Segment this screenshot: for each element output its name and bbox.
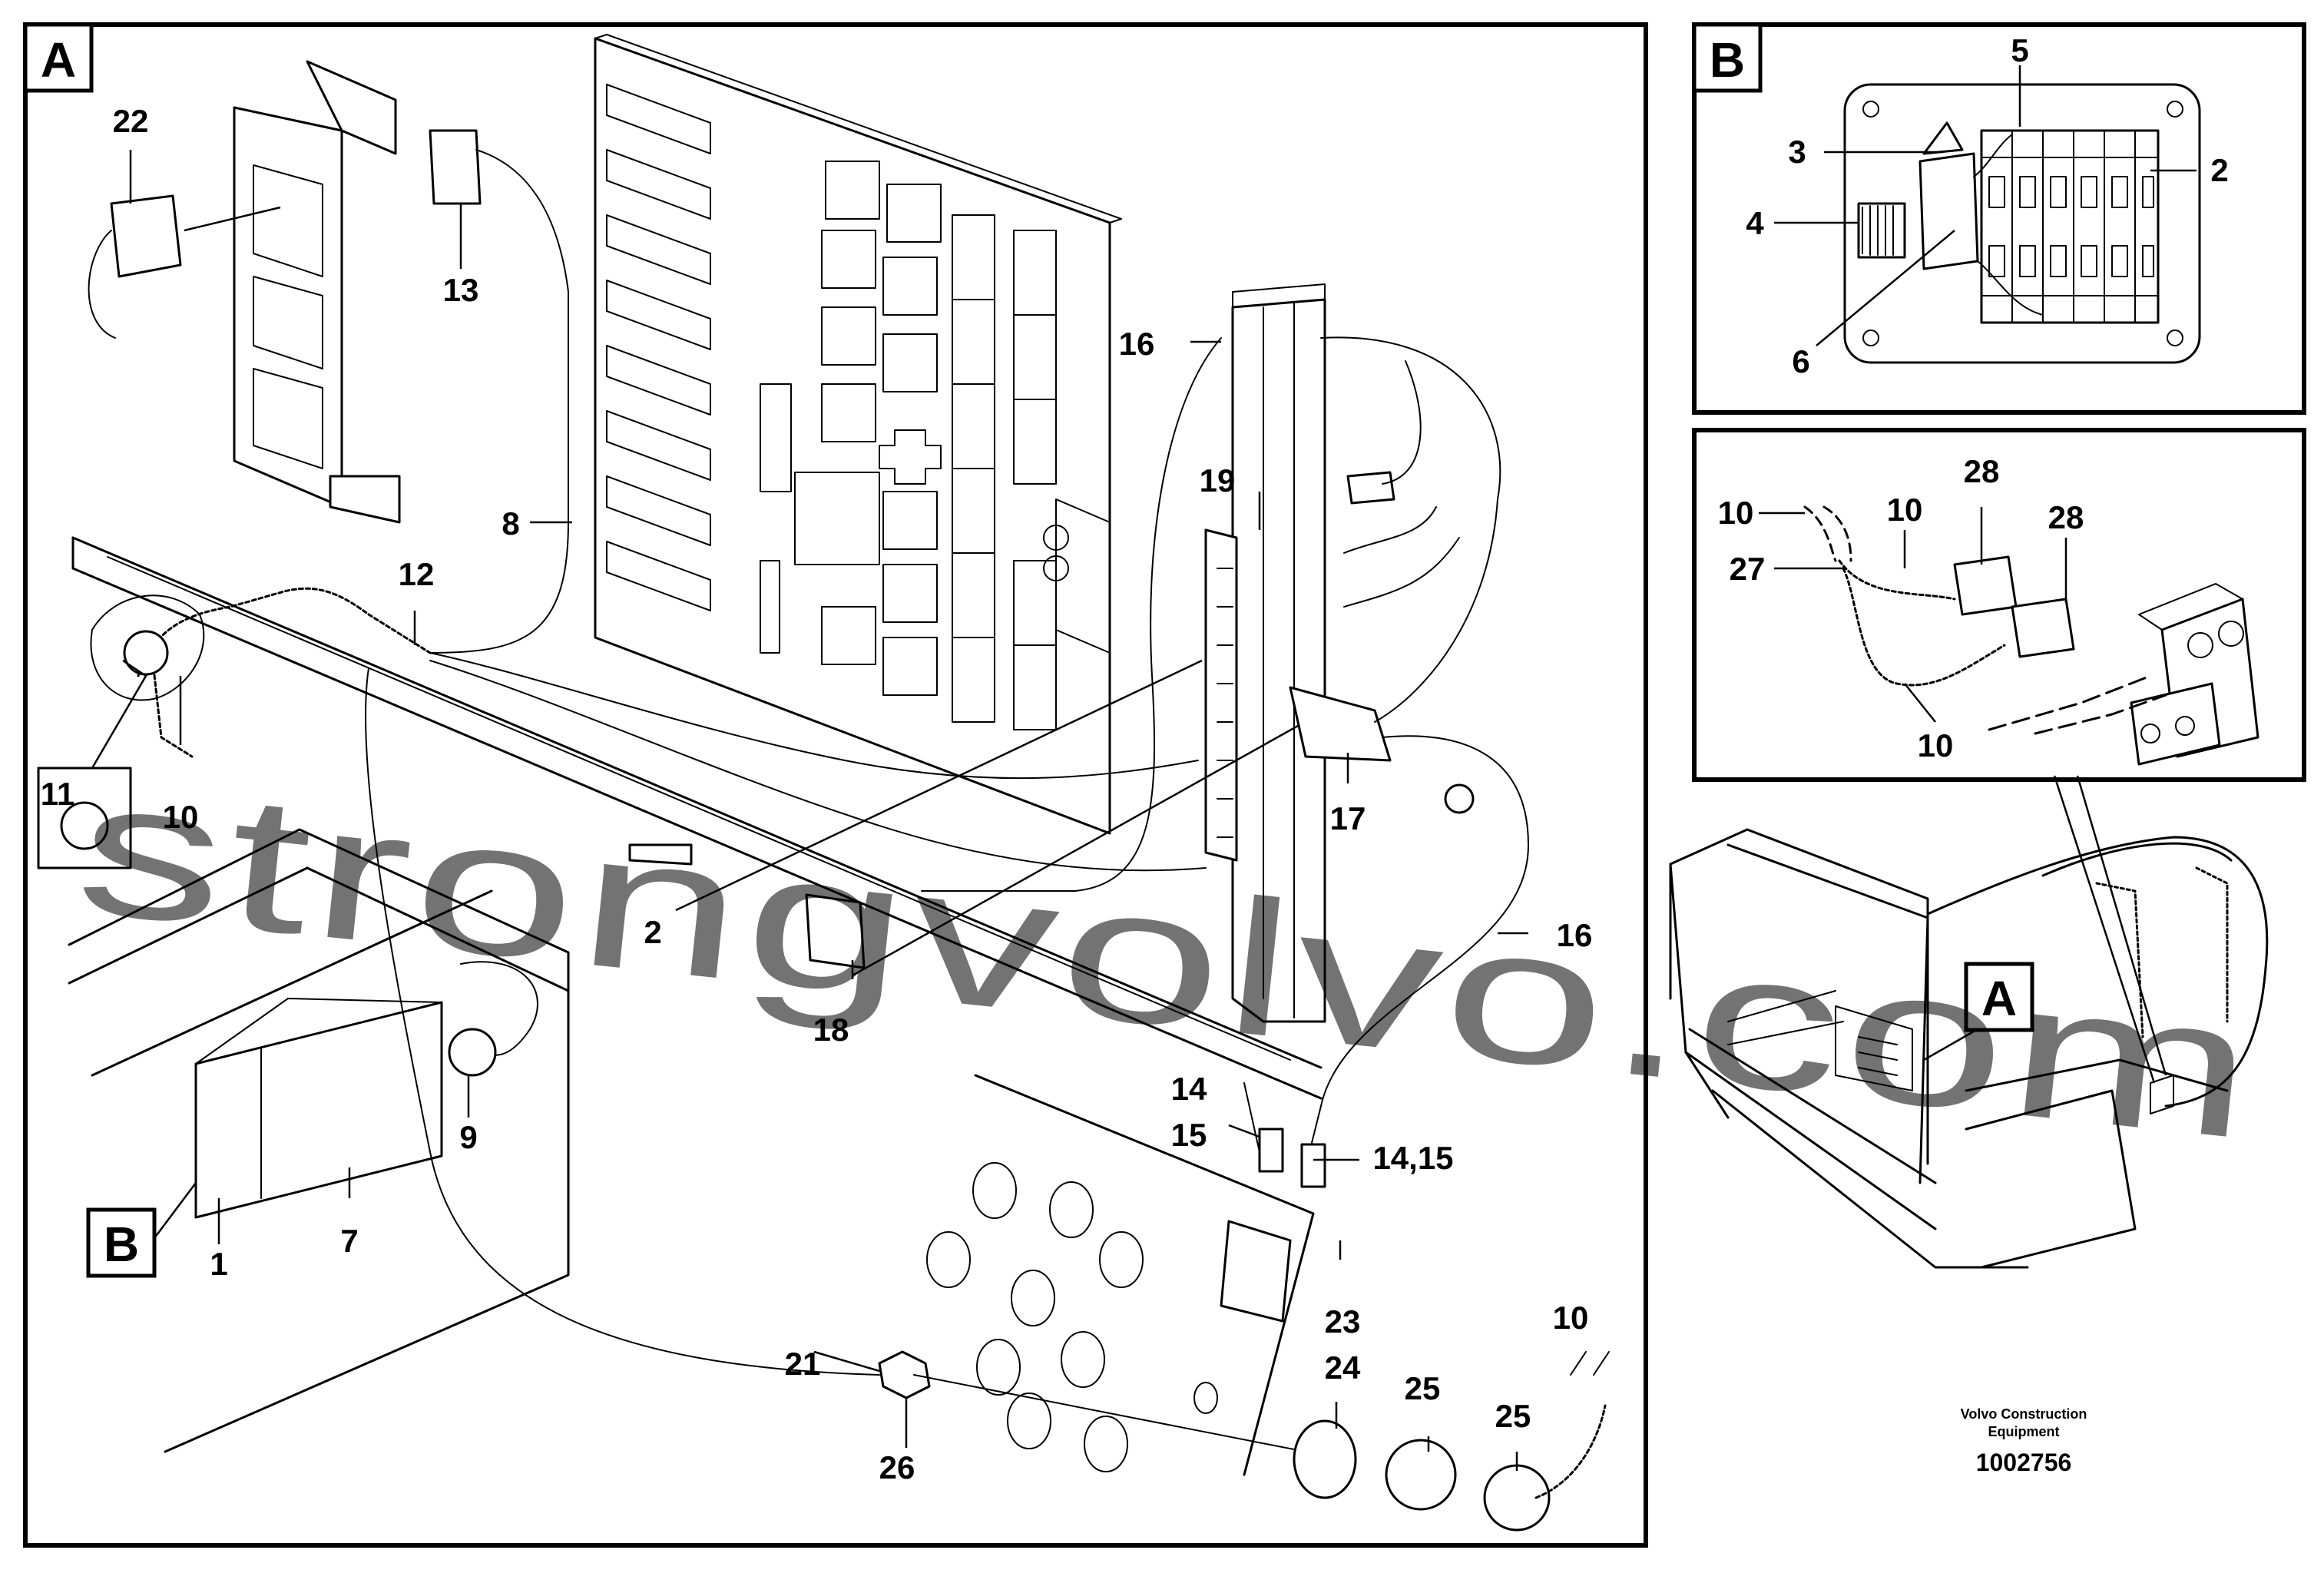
callout-12: 12 (399, 556, 435, 592)
detail-leaders (1759, 507, 2067, 723)
callout-26: 26 (879, 1449, 915, 1485)
panel-a-leaders (91, 150, 1528, 1471)
fittings (365, 667, 1610, 1532)
callout-14: 14 (1171, 1071, 1207, 1107)
detail-drawing (1803, 505, 2259, 766)
credit-line-2: Equipment (1988, 1424, 2060, 1439)
callouts: 22 13 8 12 11 10 2 18 17 19 16 16 14 15 … (41, 32, 2229, 1485)
excavator-overview (1669, 828, 2269, 1269)
b-ref-label: B (86, 1207, 157, 1278)
bolt-17 (1444, 783, 1475, 814)
callout-7: 7 (340, 1223, 358, 1259)
callout-2: 2 (2210, 152, 2228, 188)
panel-b-frame (1692, 22, 2306, 415)
connector-13 (429, 129, 482, 205)
bracket-17 (1289, 686, 1392, 762)
cab-beam (71, 536, 1323, 1100)
harness-16 (921, 336, 1529, 1153)
panel-a-label: A (23, 22, 94, 93)
panel-a-drawing (37, 34, 1610, 1532)
callout-13: 13 (443, 272, 479, 308)
document-number: 1002756 (1976, 1449, 2072, 1476)
connector-14-15 (1300, 1143, 1326, 1188)
credit-block: Volvo Construction Equipment 1002756 (1961, 1406, 2087, 1476)
callout-21: 21 (785, 1346, 821, 1382)
overview-leaders (1923, 775, 2167, 1084)
callout-25-b: 25 (1495, 1398, 1531, 1434)
callout-1: 1 (210, 1246, 227, 1282)
vertical-post (1231, 283, 1326, 1023)
callout-28-b: 28 (2048, 499, 2084, 535)
grommet-11 (37, 594, 205, 869)
panel-detail-frame (1692, 428, 2306, 782)
panel-b-leaders (1774, 65, 2197, 346)
callout-16-a: 16 (1119, 326, 1155, 362)
callout-28-a: 28 (1964, 453, 2000, 489)
callout-4: 4 (1746, 205, 1764, 241)
callout-20: 2 (644, 914, 661, 950)
callout-8: 8 (502, 505, 519, 541)
relay-18 (805, 893, 866, 969)
harness-8 (429, 149, 569, 654)
callout-10-d: 10 (1887, 492, 1923, 528)
callout-22: 22 (113, 103, 149, 139)
circuit-board (594, 34, 1122, 835)
callout-10-b: 10 (1553, 1300, 1589, 1336)
b-ref-letter: B (104, 1217, 139, 1272)
panel-b-drawing (1843, 83, 2201, 364)
callout-16-b: 16 (1557, 917, 1593, 953)
overview-a-label: A (1964, 962, 2034, 1032)
panel-b-letter: B (1710, 32, 1745, 88)
clip-20 (628, 843, 693, 866)
callout-5: 5 (2011, 32, 2028, 68)
callout-9: 9 (459, 1119, 477, 1155)
callout-10-e: 10 (1918, 727, 1954, 763)
panel-a-letter: A (41, 32, 76, 88)
relay-bracket (233, 60, 401, 524)
callout-14-15: 14,15 (1372, 1140, 1453, 1176)
callout-11: 11 (41, 776, 74, 812)
callout-18: 18 (813, 1012, 849, 1048)
callout-15: 15 (1171, 1117, 1207, 1153)
connector-22 (110, 194, 182, 278)
callout-27: 27 (1730, 551, 1766, 587)
callout-3: 3 (1788, 134, 1806, 170)
callout-24: 24 (1325, 1350, 1361, 1386)
fuse-strip (1204, 528, 1238, 862)
panel-a-frame (23, 22, 1648, 1548)
callout-23: 23 (1325, 1303, 1361, 1340)
connector-16 (1346, 471, 1395, 505)
panel-b-label: B (1692, 22, 1763, 93)
connector-15 (1258, 1128, 1284, 1173)
callout-6: 6 (1792, 343, 1809, 379)
callout-10-c: 10 (1718, 495, 1754, 531)
overview-a-letter: A (1981, 971, 2017, 1026)
callout-17: 17 (1330, 800, 1366, 836)
callout-10-a: 10 (163, 799, 199, 835)
credit-line-1: Volvo Construction (1961, 1406, 2087, 1422)
harness-22 (88, 230, 116, 339)
fuse-panel-plate (926, 1074, 1315, 1476)
box-7 (68, 828, 570, 1453)
callout-25-a: 25 (1405, 1370, 1441, 1406)
callout-19: 19 (1200, 462, 1236, 498)
